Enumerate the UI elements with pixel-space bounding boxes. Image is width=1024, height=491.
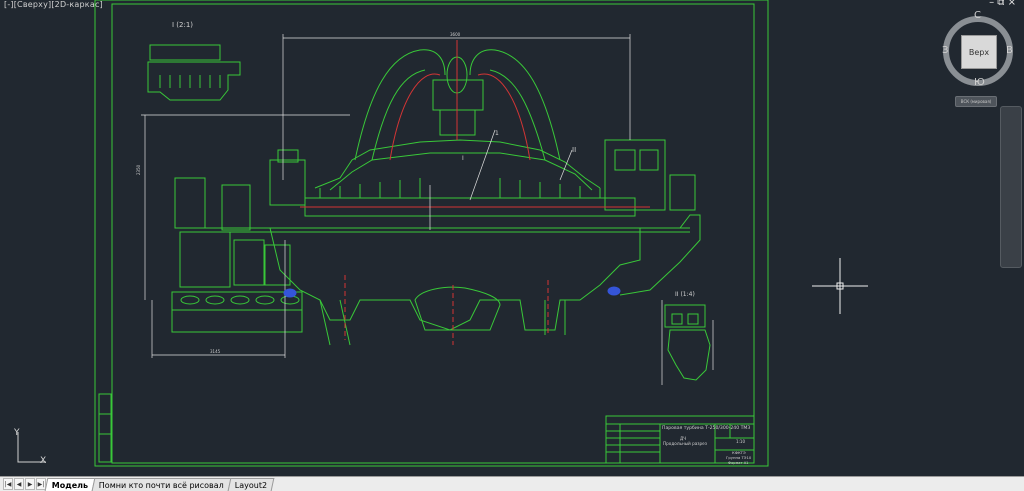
title-block-subtitle: Продольный разрез — [663, 441, 707, 446]
window-controls[interactable]: – ⧉ × — [989, 0, 1016, 8]
viewcube-face-top[interactable]: Верх — [961, 35, 997, 69]
title-block-format: Формат А1 — [728, 461, 748, 465]
prev-tab-arrow-icon[interactable]: ◀ — [14, 478, 24, 490]
viewcube[interactable]: Верх С Ю В З — [940, 10, 1016, 92]
exhaust-hood — [354, 49, 561, 161]
dim-left: 2350 — [136, 164, 141, 175]
ucs-y-label: Y — [14, 428, 20, 438]
dim-top: 3600 — [450, 32, 461, 37]
governor-block — [174, 177, 206, 229]
ucs-axes-icon — [17, 432, 46, 463]
detail-1-label: I (2:1) — [172, 21, 193, 29]
tab-layout1-label: Помни кто почти всё рисовал — [99, 480, 225, 489]
tab-layout2-label: Layout2 — [235, 480, 268, 489]
detail-2-label: II (1:4) — [675, 291, 695, 298]
margin-stamp — [98, 393, 112, 463]
next-tab-arrow-icon[interactable]: ▶ — [25, 478, 35, 490]
title-block — [605, 415, 755, 464]
front-pedestal — [269, 159, 306, 206]
tab-model[interactable]: Модель — [44, 477, 96, 491]
sheet-inner-frame — [111, 3, 755, 464]
compass-south[interactable]: Ю — [974, 77, 985, 88]
oil-tank — [171, 291, 303, 311]
wcs-menu-button[interactable]: ВСК (мировая) — [955, 96, 997, 107]
casing-inner — [329, 152, 593, 191]
dim-bottom: 3145 — [210, 349, 221, 354]
detail-1-seal — [147, 61, 241, 101]
cursor-crosshair — [812, 258, 868, 314]
upper-casing — [314, 139, 601, 189]
viewcube-compass-ring[interactable] — [940, 12, 1016, 92]
title-block-org: КФКТЭ — [732, 450, 746, 455]
detail-2-seal — [667, 329, 711, 381]
callout-3: 1 — [495, 130, 499, 137]
ucs-x-label: X — [40, 456, 47, 466]
title-block-scale: 1:10 — [736, 439, 745, 444]
tab-model-label: Модель — [51, 480, 89, 489]
compass-east[interactable]: В — [1006, 45, 1013, 56]
turbine-drawing: I (2:1) II (1:4) I II 1 3600 2350 3145 П… — [94, 0, 769, 467]
drawing-viewport[interactable]: [-][Сверху][2D-каркас] – ⧉ × — [0, 0, 1024, 476]
compass-north[interactable]: С — [974, 10, 981, 21]
title-block-group: Группа ТЭ10 — [726, 455, 752, 460]
callout-1: I — [462, 155, 464, 162]
title-block-sheet-code: ДЧ — [680, 436, 686, 441]
first-tab-arrow-icon[interactable]: |◀ — [3, 478, 13, 490]
compass-west[interactable]: З — [942, 45, 949, 56]
lower-casing — [269, 227, 641, 331]
tab-scroll-arrows: |◀ ◀ ▶ ▶| — [0, 478, 47, 490]
layout-tabs-bar: |◀ ◀ ▶ ▶| Модель Помни кто почти всё рис… — [0, 476, 1024, 491]
title-block-title: Паровая турбина Т-250/300-240 ТМЗ — [662, 425, 750, 431]
sheet-outer-frame — [94, 0, 769, 467]
tab-layout2[interactable]: Layout2 — [227, 477, 275, 491]
crosshair-icon — [812, 258, 868, 314]
viewport-controls-label[interactable]: [-][Сверху][2D-каркас] — [4, 0, 103, 9]
ucs-icon: Y X — [10, 428, 50, 470]
navigation-bar[interactable] — [1000, 106, 1022, 268]
tab-layout1[interactable]: Помни кто почти всё рисовал — [91, 477, 232, 491]
callout-2: II — [572, 146, 576, 154]
